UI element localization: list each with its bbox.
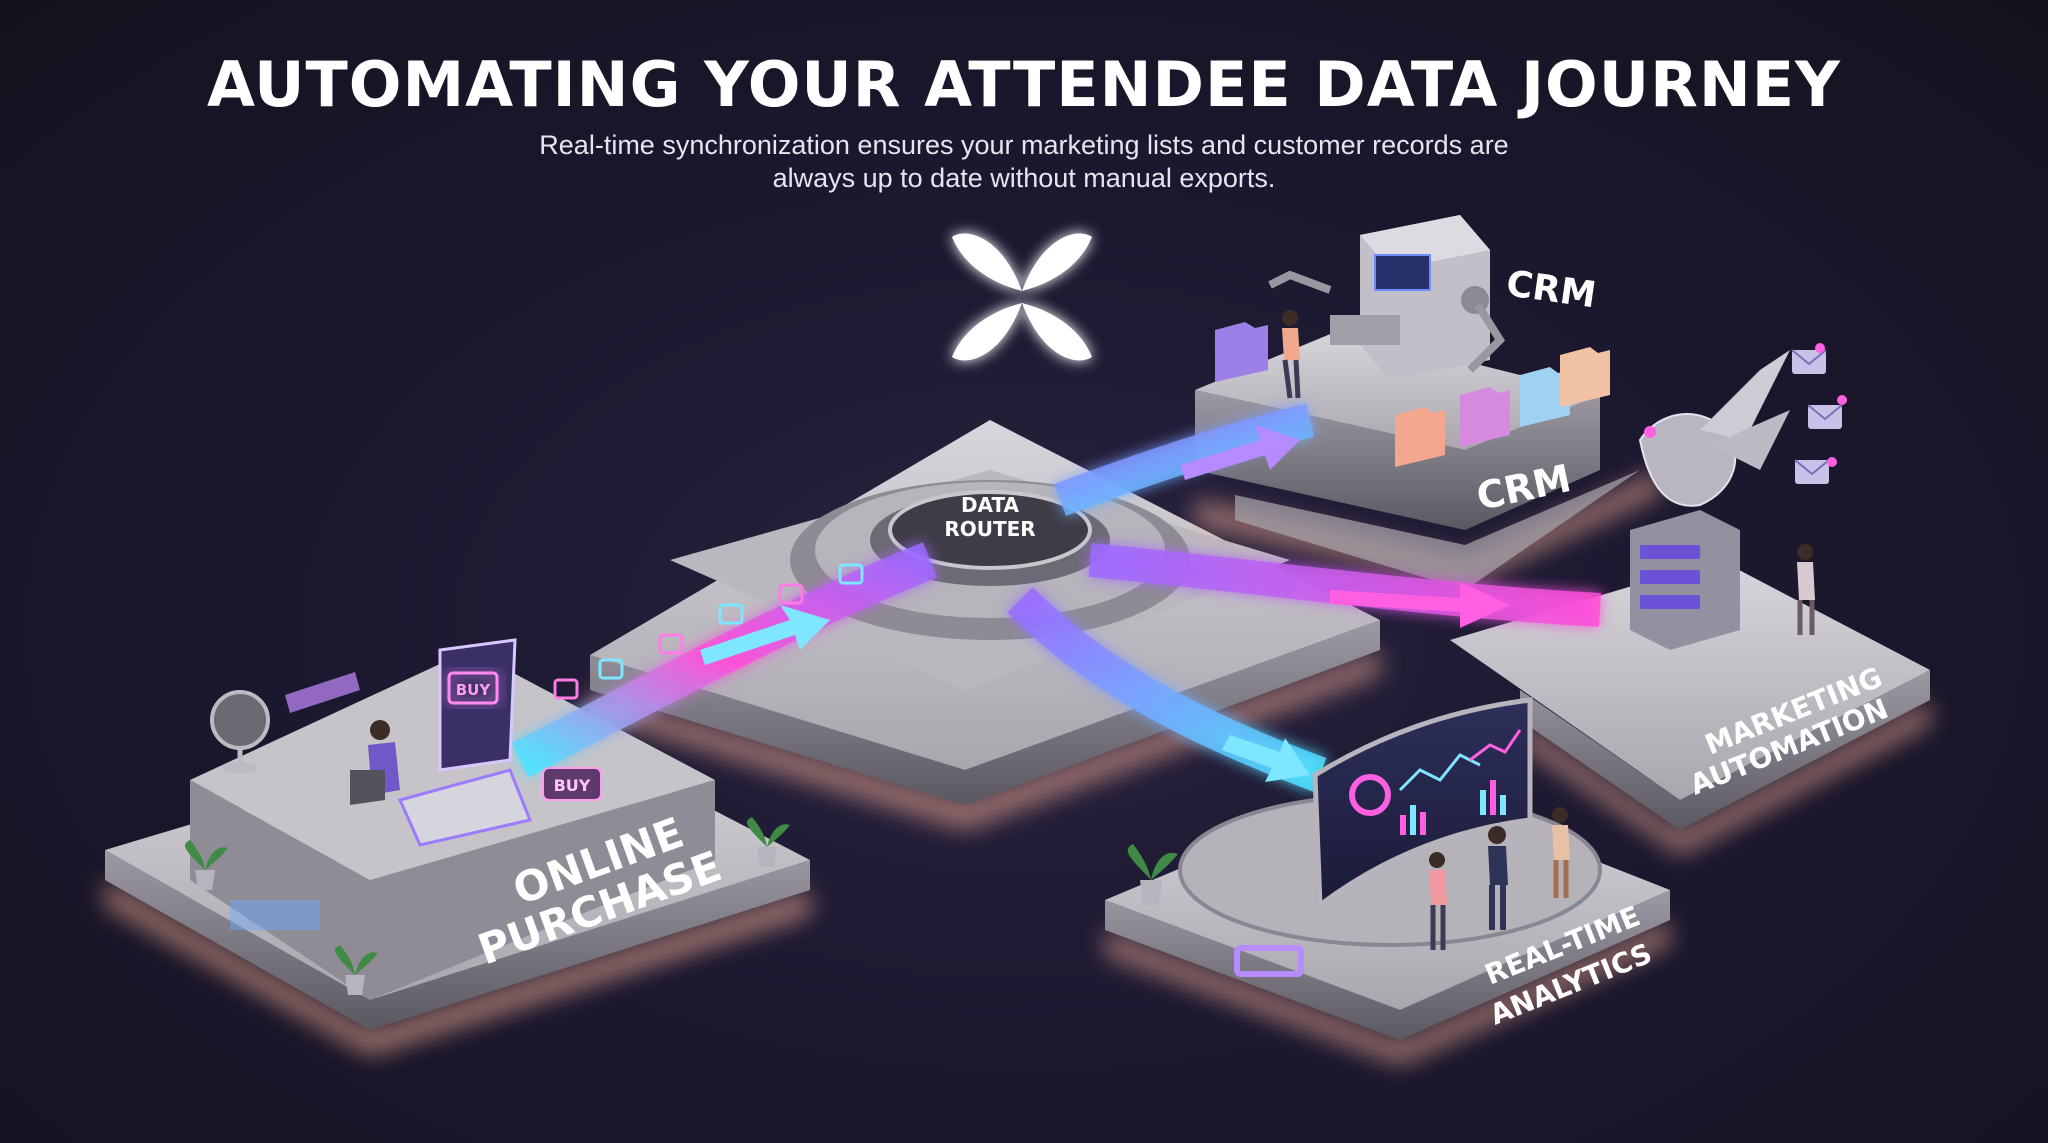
stream-arrows — [700, 425, 1510, 782]
bench — [285, 672, 360, 713]
crm-scene: CRM CRM — [1215, 215, 1610, 519]
person-at-desk — [350, 720, 400, 805]
folder-icon — [1560, 347, 1610, 407]
arrow-right-icon — [700, 605, 830, 665]
person-analytics-1 — [1429, 852, 1447, 950]
subtitle-line-1: Real-time synchronization ensures your m… — [539, 130, 1509, 160]
arrow-down-right-icon — [1222, 735, 1310, 782]
plant-icon — [1127, 844, 1178, 905]
arrow-right-icon — [1180, 425, 1300, 480]
hub-label-line-2: ROUTER — [944, 517, 1035, 541]
person-marketing — [1797, 544, 1815, 635]
data-packets — [553, 563, 864, 700]
data-router-platform — [590, 420, 1380, 830]
buy-tag-label: BUY — [554, 776, 591, 795]
person-crm — [1282, 310, 1301, 399]
robot-bird-icon — [1638, 350, 1790, 507]
subtitle-line-2: always up to date without manual exports… — [772, 163, 1276, 193]
plant-icon — [335, 945, 378, 995]
page-title: AUTOMATING YOUR ATTENDEE DATA JOURNEY — [207, 48, 1841, 121]
folder-icon — [1215, 322, 1268, 382]
person-analytics-3 — [1552, 807, 1570, 898]
plant-icon — [185, 840, 228, 890]
folder-icon — [1460, 387, 1510, 447]
hub-label-line-1: DATA — [961, 493, 1020, 517]
buy-tag: BUY — [542, 767, 602, 801]
filing-robot — [1268, 215, 1506, 380]
monitor-icon: BUY — [438, 638, 517, 772]
folder-icon — [1395, 407, 1445, 467]
fan-icon — [210, 690, 270, 774]
envelope-icon — [1807, 395, 1847, 429]
stream-router-to-crm — [1054, 403, 1315, 516]
envelope-icon — [1791, 343, 1827, 374]
data-router-hub: DATA ROUTER — [944, 493, 1035, 541]
buy-screen-button: BUY — [456, 681, 492, 699]
star-logo-icon — [952, 233, 1092, 361]
stream-router-to-marketing — [1088, 543, 1601, 627]
plant-icon — [747, 817, 790, 867]
server-icon — [1630, 510, 1740, 650]
person-analytics-2 — [1488, 826, 1508, 930]
arrow-right-icon — [1330, 582, 1510, 628]
crm-sign: CRM — [1504, 263, 1599, 316]
folder-icon — [1520, 367, 1570, 427]
envelope-icon — [1794, 457, 1837, 484]
analytics-dashboard-screen — [1312, 697, 1533, 910]
